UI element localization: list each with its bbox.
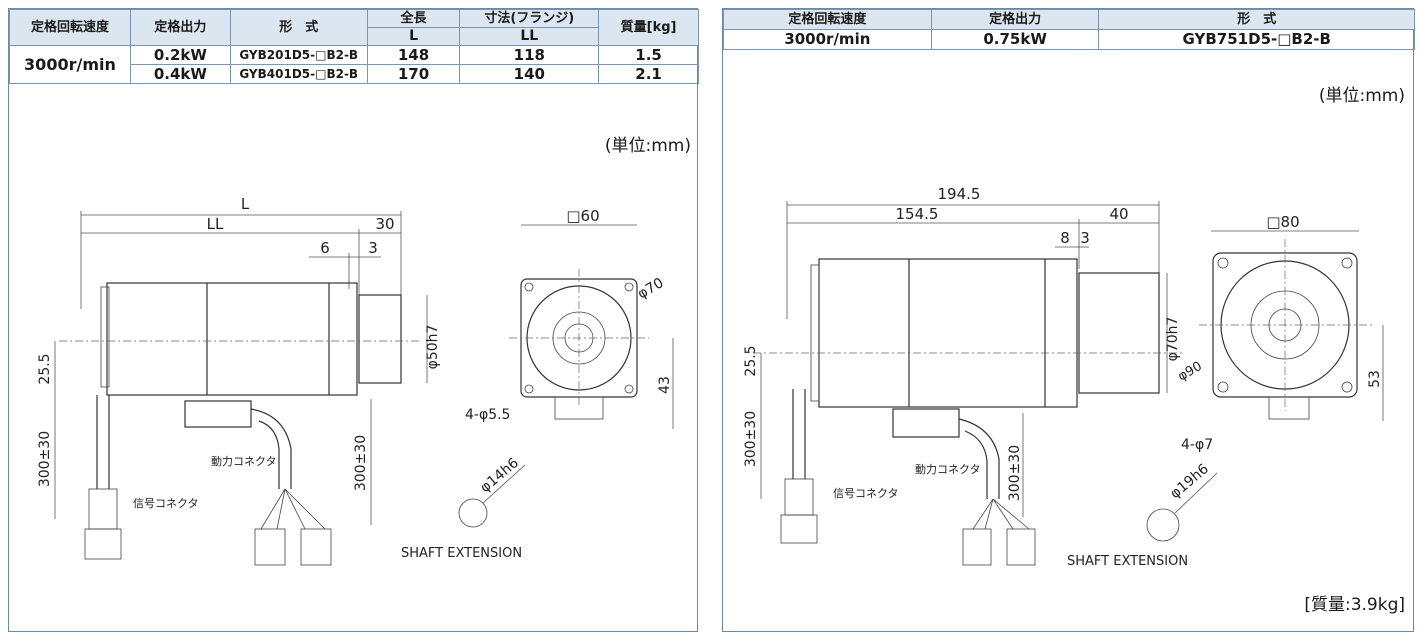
power-cable-length: 300±30 (353, 435, 369, 491)
dim-3-label: 3 (1080, 229, 1090, 247)
table-row: 3000r/min 0.2kW GYB201D5-□B2-B 148 118 1… (9, 45, 699, 84)
right-panel: 定格回転速度 定格出力 形 式 3000r/min 0.75kW GYB751D… (722, 8, 1415, 632)
header-length: 全長 (366, 9, 461, 28)
square-dim-label: □60 (566, 207, 599, 225)
holes-label: 4-φ5.5 (465, 407, 510, 423)
mass-label: [質量:3.9kg] (1304, 595, 1405, 615)
phi90-label: φ90 (1176, 359, 1205, 385)
dim-l-label: L (241, 195, 250, 213)
signal-connector-label: 信号コネクタ (833, 487, 899, 500)
power-connector-label: 動力コネクタ (211, 454, 277, 468)
dim-194-5-label: 194.5 (938, 185, 981, 203)
power-cable-length: 300±30 (1007, 445, 1023, 501)
left-panel: 定格回転速度 定格出力 形 式 全長 寸法(フランジ) 質量[kg] L LL … (8, 8, 699, 632)
signal-cable-length: 300±30 (743, 411, 759, 467)
dim-30-label: 30 (375, 215, 394, 233)
shaft-dia-label: φ19h6 (1167, 461, 1212, 502)
header-output: 定格出力 (930, 9, 1100, 30)
dim-8-label: 8 (1060, 229, 1070, 247)
left-spec-table: 定格回転速度 定格出力 形 式 全長 寸法(フランジ) 質量[kg] L LL … (9, 9, 699, 84)
header-output: 定格出力 (129, 9, 231, 46)
row-l: 170 (366, 64, 461, 84)
dim-43-label: 43 (657, 376, 673, 394)
row-ll: 118 (459, 45, 600, 65)
dim-6-label: 6 (320, 239, 330, 257)
row-model: GYB751D5-□B2-B (1098, 29, 1415, 50)
shaft-extension-label: SHAFT EXTENSION (1067, 554, 1188, 569)
row-mass: 1.5 (598, 45, 699, 65)
header-model: 形 式 (229, 9, 368, 46)
row-model: GYB401D5-□B2-B (229, 64, 368, 84)
header-mass: 質量[kg] (598, 9, 699, 46)
row-l: 148 (366, 45, 461, 65)
dim-154-5-label: 154.5 (896, 205, 939, 223)
header-speed: 定格回転速度 (9, 9, 131, 46)
row-output: 0.4kW (129, 64, 231, 84)
header-model: 形 式 (1098, 9, 1415, 30)
power-connector-label: 動力コネクタ (915, 462, 981, 476)
signal-connector-label: 信号コネクタ (133, 497, 199, 510)
header-length-sub: L (366, 27, 461, 46)
right-motor-drawing: 194.5 154.5 40 8 3 φ70h7 φ90 25.5 300±30… (743, 185, 1384, 569)
header-speed: 定格回転速度 (723, 9, 932, 30)
shaft-dia-label: φ14h6 (477, 455, 522, 496)
shaft-flange-dim: φ70h7 (1165, 317, 1181, 362)
left-motor-drawing: L LL 30 6 3 φ50h7 25.5 300±30 信号コネクタ (37, 195, 674, 566)
dim-53-label: 53 (1367, 370, 1383, 388)
phi70-label: φ70 (635, 275, 666, 302)
header-flange-sub: LL (459, 27, 600, 46)
table-row: 3000r/min 0.75kW GYB751D5-□B2-B (723, 29, 1415, 50)
dim-25-5-label: 25.5 (37, 353, 53, 384)
row-speed: 3000r/min (723, 29, 932, 50)
right-spec-table: 定格回転速度 定格出力 形 式 3000r/min 0.75kW GYB751D… (723, 9, 1415, 50)
square-dim-label: □80 (1266, 213, 1299, 231)
signal-cable-length: 300±30 (37, 431, 53, 487)
speed-value: 3000r/min (9, 45, 131, 84)
dim-25-5-label: 25.5 (743, 345, 759, 376)
unit-label: (単位:mm) (1318, 86, 1405, 106)
shaft-extension-label: SHAFT EXTENSION (401, 546, 522, 561)
row-mass: 2.1 (598, 64, 699, 84)
dim-40-label: 40 (1109, 205, 1128, 223)
row-ll: 140 (459, 64, 600, 84)
header-flange: 寸法(フランジ) (459, 9, 600, 28)
dim-ll-label: LL (207, 215, 224, 233)
row-output: 0.2kW (129, 45, 231, 65)
table-row: 0.4kW GYB401D5-□B2-B 170 140 2.1 (10, 64, 699, 84)
dim-3-label: 3 (368, 239, 378, 257)
unit-label: (単位:mm) (604, 136, 691, 156)
shaft-flange-dim: φ50h7 (425, 325, 441, 370)
holes-label: 4-φ7 (1181, 437, 1213, 453)
row-model: GYB201D5-□B2-B (229, 45, 368, 65)
row-output: 0.75kW (930, 29, 1100, 50)
